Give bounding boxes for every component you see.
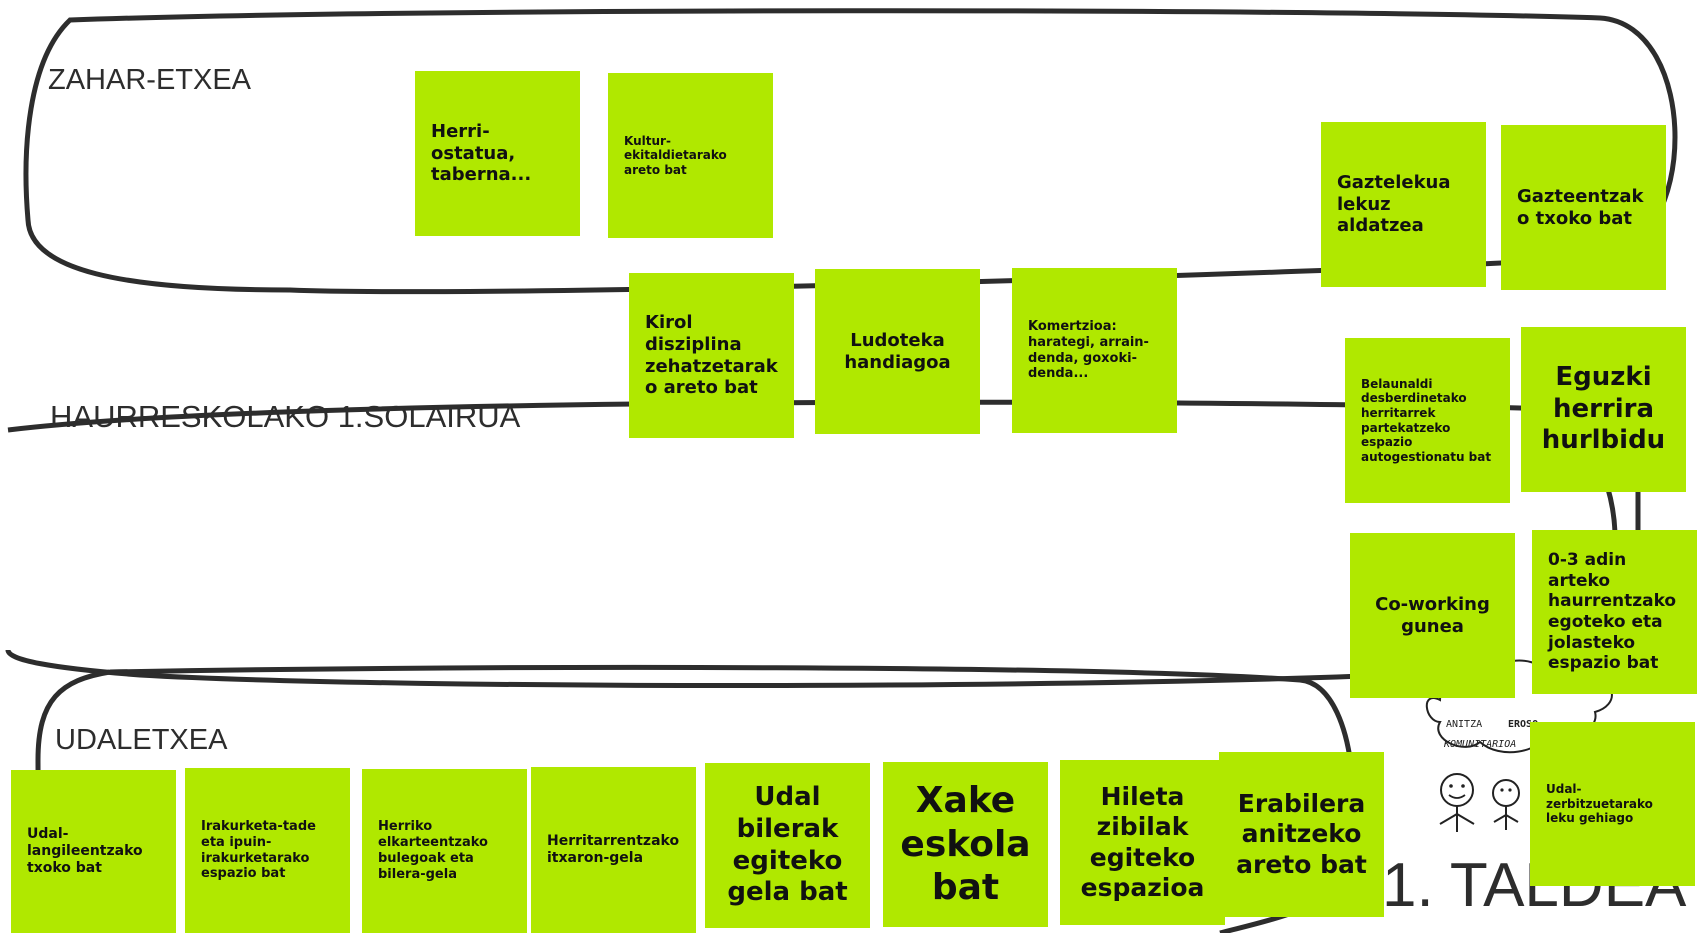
sticky-note-text: Kirol disziplina zehatzetarako areto bat bbox=[645, 311, 778, 399]
sticky-note-text: Herri-ostatua, taberna... bbox=[431, 120, 532, 186]
sticky-note-text: Gazteentzako txoko bat bbox=[1517, 185, 1644, 229]
doodle-word-2: EROSO bbox=[1508, 719, 1538, 730]
sticky-note-belaunaldi[interactable]: Belaunaldi desberdinetako herritarrek pa… bbox=[1345, 338, 1510, 503]
doodle-word-1: ANITZA bbox=[1446, 719, 1482, 730]
sticky-note-xake[interactable]: Xake eskola bat bbox=[883, 762, 1048, 927]
sticky-note-text: Udal-zerbitzuetarako leku gehiago bbox=[1546, 782, 1653, 826]
sticky-note-text: Eguzki herrira hurlbidu bbox=[1541, 361, 1666, 456]
sticky-note-text: Belaunaldi desberdinetako herritarrek pa… bbox=[1361, 376, 1492, 464]
sticky-note-hileta[interactable]: Hileta zibilak egiteko espazioa bbox=[1060, 760, 1225, 925]
sticky-note-text: Udal-langileentzako txoko bat bbox=[27, 825, 143, 877]
sticky-note-kultur[interactable]: Kultur-ekitaldietarako areto bat bbox=[608, 73, 773, 238]
sticky-note-gazteentzako[interactable]: Gazteentzako txoko bat bbox=[1501, 125, 1666, 290]
sticky-note-udal-langile[interactable]: Udal-langileentzako txoko bat bbox=[11, 770, 176, 933]
sticky-note-itxaron[interactable]: Herritarrentzako itxaron-gela bbox=[531, 767, 696, 933]
sticky-note-irakurketa[interactable]: Irakurketa-tade eta ipuin-irakurketarako… bbox=[185, 768, 350, 933]
zone-label-zahar-etxea: ZAHAR-ETXEA bbox=[48, 64, 252, 96]
sticky-note-text: Gaztelekua lekuz aldatzea bbox=[1337, 171, 1451, 237]
sticky-note-text: Herriko elkarteentzako bulegoak eta bile… bbox=[378, 819, 488, 882]
sticky-note-coworking[interactable]: Co-working gunea bbox=[1350, 533, 1515, 698]
sticky-note-text: Komertzioa: harategi, arrain-denda, goxo… bbox=[1028, 318, 1149, 382]
sticky-note-text: Irakurketa-tade eta ipuin-irakurketarako… bbox=[201, 818, 316, 882]
sticky-note-text: Co-working gunea bbox=[1375, 593, 1490, 637]
sticky-note-gaztelekua[interactable]: Gaztelekua lekuz aldatzea bbox=[1321, 122, 1486, 287]
zone-label-udaletxea: UDALETXEA bbox=[55, 724, 228, 756]
sticky-note-udal-bilera[interactable]: Udal bilerak egiteko gela bat bbox=[705, 763, 870, 928]
sticky-note-text: Hileta zibilak egiteko espazioa bbox=[1080, 781, 1205, 903]
sticky-note-text: Herritarrentzako itxaron-gela bbox=[547, 832, 680, 866]
sticky-note-text: Ludoteka handiagoa bbox=[844, 329, 951, 373]
sticky-note-elkarte[interactable]: Herriko elkarteentzako bulegoak eta bile… bbox=[362, 769, 527, 933]
zone-label-haurreskola: HAURRESKOLAKO 1.SOLAIRUA bbox=[50, 399, 521, 434]
sticky-note-zero-hiru[interactable]: 0-3 adin arteko haurrentzako egoteko eta… bbox=[1532, 530, 1697, 694]
sticky-note-komertzioa[interactable]: Komertzioa: harategi, arrain-denda, goxo… bbox=[1012, 268, 1177, 433]
sticky-note-erabilera[interactable]: Erabilera anitzeko areto bat bbox=[1219, 752, 1384, 917]
sticky-note-herri-ostatua[interactable]: Herri-ostatua, taberna... bbox=[415, 71, 580, 236]
sticky-note-kirol[interactable]: Kirol disziplina zehatzetarako areto bat bbox=[629, 273, 794, 438]
sticky-note-text: Udal bilerak egiteko gela bat bbox=[727, 782, 848, 908]
sticky-note-udal-zerbitzu[interactable]: Udal-zerbitzuetarako leku gehiago bbox=[1530, 722, 1695, 886]
sticky-note-ludoteka[interactable]: Ludoteka handiagoa bbox=[815, 269, 980, 434]
sticky-note-text: 0-3 adin arteko haurrentzako egoteko eta… bbox=[1548, 549, 1677, 674]
sticky-note-text: Kultur-ekitaldietarako areto bat bbox=[624, 133, 727, 177]
sticky-note-eguzki[interactable]: Eguzki herrira hurlbidu bbox=[1521, 327, 1686, 492]
sticky-note-text: Erabilera anitzeko areto bat bbox=[1236, 788, 1367, 879]
doodle-word-3: KOMUNITARIOA bbox=[1443, 739, 1516, 750]
sticky-note-text: Xake eskola bat bbox=[900, 779, 1031, 909]
